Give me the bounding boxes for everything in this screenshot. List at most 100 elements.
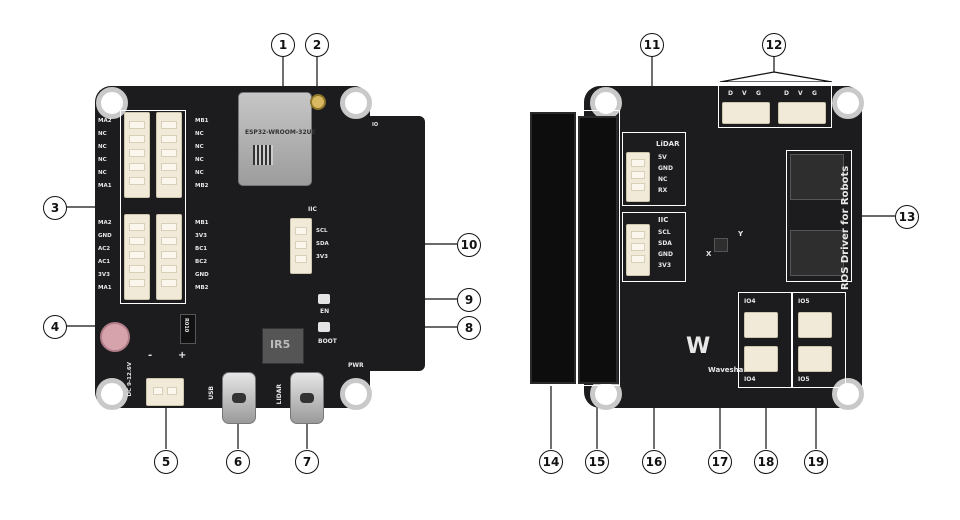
plus-sign: +: [178, 350, 187, 361]
io-label: IO4: [744, 298, 756, 305]
io-bracket: [792, 292, 846, 388]
esp32-module: ESP32-WROOM-32UE: [238, 92, 316, 186]
lidar-connector-frame: [622, 132, 686, 206]
servo-connector: [722, 102, 770, 124]
en-label: EN: [320, 308, 330, 315]
callout-7: 7: [295, 450, 319, 474]
callout-17: 17: [708, 450, 732, 474]
callout-3: 3: [43, 196, 67, 220]
right-iic-title: IIC: [658, 216, 669, 224]
mounting-hole: [832, 87, 864, 119]
pwr-label: PWR: [348, 362, 364, 369]
motor-a-connector: [124, 112, 150, 198]
imu-chip: [714, 238, 728, 252]
iic-pin-label: SDA: [316, 241, 329, 247]
current-sense-resistor: [180, 314, 196, 344]
motor-driver-chip: [790, 154, 844, 200]
lidar-pin: NC: [658, 176, 668, 183]
brand-name: Waveshare: [708, 366, 752, 374]
encoder-a-connector: [124, 214, 150, 300]
iic-connector-frame: [622, 212, 686, 282]
mounting-hole: [340, 378, 372, 410]
callout-1: 1: [271, 33, 295, 57]
lidar-connector: [626, 152, 650, 202]
waveshare-logo: W: [686, 334, 711, 359]
header-col-label: IO: [372, 122, 379, 128]
usb-label: USB: [208, 386, 215, 400]
lidar-pin: RX: [658, 187, 668, 194]
io5-connector: [798, 346, 832, 372]
inductor: [262, 328, 304, 364]
callout-6: 6: [226, 450, 250, 474]
io4-connector: [744, 346, 778, 372]
minus-sign: -: [148, 350, 153, 361]
callout-9: 9: [457, 288, 481, 312]
mounting-hole: [832, 378, 864, 410]
boot-label: BOOT: [318, 338, 337, 345]
callout-19: 19: [804, 450, 828, 474]
right-iic-connector: [626, 224, 650, 276]
header-bracket: [528, 110, 578, 386]
iic-title: IIC: [308, 206, 317, 213]
esp32-module-text: ESP32-WROOM-32UE: [245, 129, 316, 136]
callout-15: 15: [585, 450, 609, 474]
servo-connector: [778, 102, 826, 124]
dc-label: DC 9-12.6V: [127, 362, 133, 397]
usb-port: [222, 372, 256, 424]
resistor-text: R010: [183, 318, 189, 333]
driver-bracket: [786, 150, 852, 282]
right-iic-pin: SDA: [658, 240, 672, 247]
lidar-title: LiDAR: [656, 140, 680, 148]
lidar-pin: GND: [658, 165, 673, 172]
iic-connector: [290, 218, 312, 274]
callout-14: 14: [539, 450, 563, 474]
antenna-connector: [310, 94, 326, 110]
callout-10: 10: [457, 233, 481, 257]
encoder-b-connector: [156, 214, 182, 300]
female-pin-header-outer: [530, 112, 576, 384]
callout-11: 11: [640, 33, 664, 57]
gpio-pin-header: [352, 122, 418, 362]
callout-4: 4: [43, 315, 67, 339]
callout-13: 13: [895, 205, 919, 229]
servo-header-frame: [718, 82, 832, 128]
callout-18: 18: [754, 450, 778, 474]
imu-axis-y: Y: [738, 230, 744, 238]
battery-capacitor: [100, 322, 130, 352]
io-bracket: [738, 292, 792, 388]
callout-8: 8: [457, 316, 481, 340]
io-label: IO5: [798, 298, 810, 305]
io4-connector: [744, 312, 778, 338]
iic-pin-label: 3V3: [316, 254, 328, 260]
io5-connector: [798, 312, 832, 338]
female-pin-header-inner: [578, 116, 618, 384]
lidar-pin: 5V: [658, 154, 667, 161]
lidar-usb-label: LIDAR: [276, 384, 283, 405]
right-iic-pin: 3V3: [658, 262, 671, 269]
left-board-right-extension: [350, 116, 425, 371]
callout-2: 2: [305, 33, 329, 57]
boot-button: [318, 322, 330, 332]
io-label: IO4: [744, 376, 756, 383]
motor-b-connector: [156, 112, 182, 198]
connector-bracket: [120, 110, 186, 304]
callout-12: 12: [762, 33, 786, 57]
mounting-hole: [96, 378, 128, 410]
mounting-hole: [96, 87, 128, 119]
io-label: IO5: [798, 376, 810, 383]
inductor-text: IR5: [270, 338, 291, 351]
lidar-usb-port: [290, 372, 324, 424]
callout-5: 5: [154, 450, 178, 474]
motor-driver-chip: [790, 230, 844, 276]
dc-input-connector: [146, 378, 184, 406]
header-bracket: [576, 110, 620, 386]
right-iic-pin: GND: [658, 251, 673, 258]
en-button: [318, 294, 330, 304]
mounting-hole: [340, 87, 372, 119]
callout-16: 16: [642, 450, 666, 474]
imu-axis-x: X: [706, 250, 712, 258]
iic-pin-label: SCL: [316, 228, 328, 234]
board-title: ROS Driver for Robots: [840, 165, 851, 290]
right-iic-pin: SCL: [658, 229, 671, 236]
